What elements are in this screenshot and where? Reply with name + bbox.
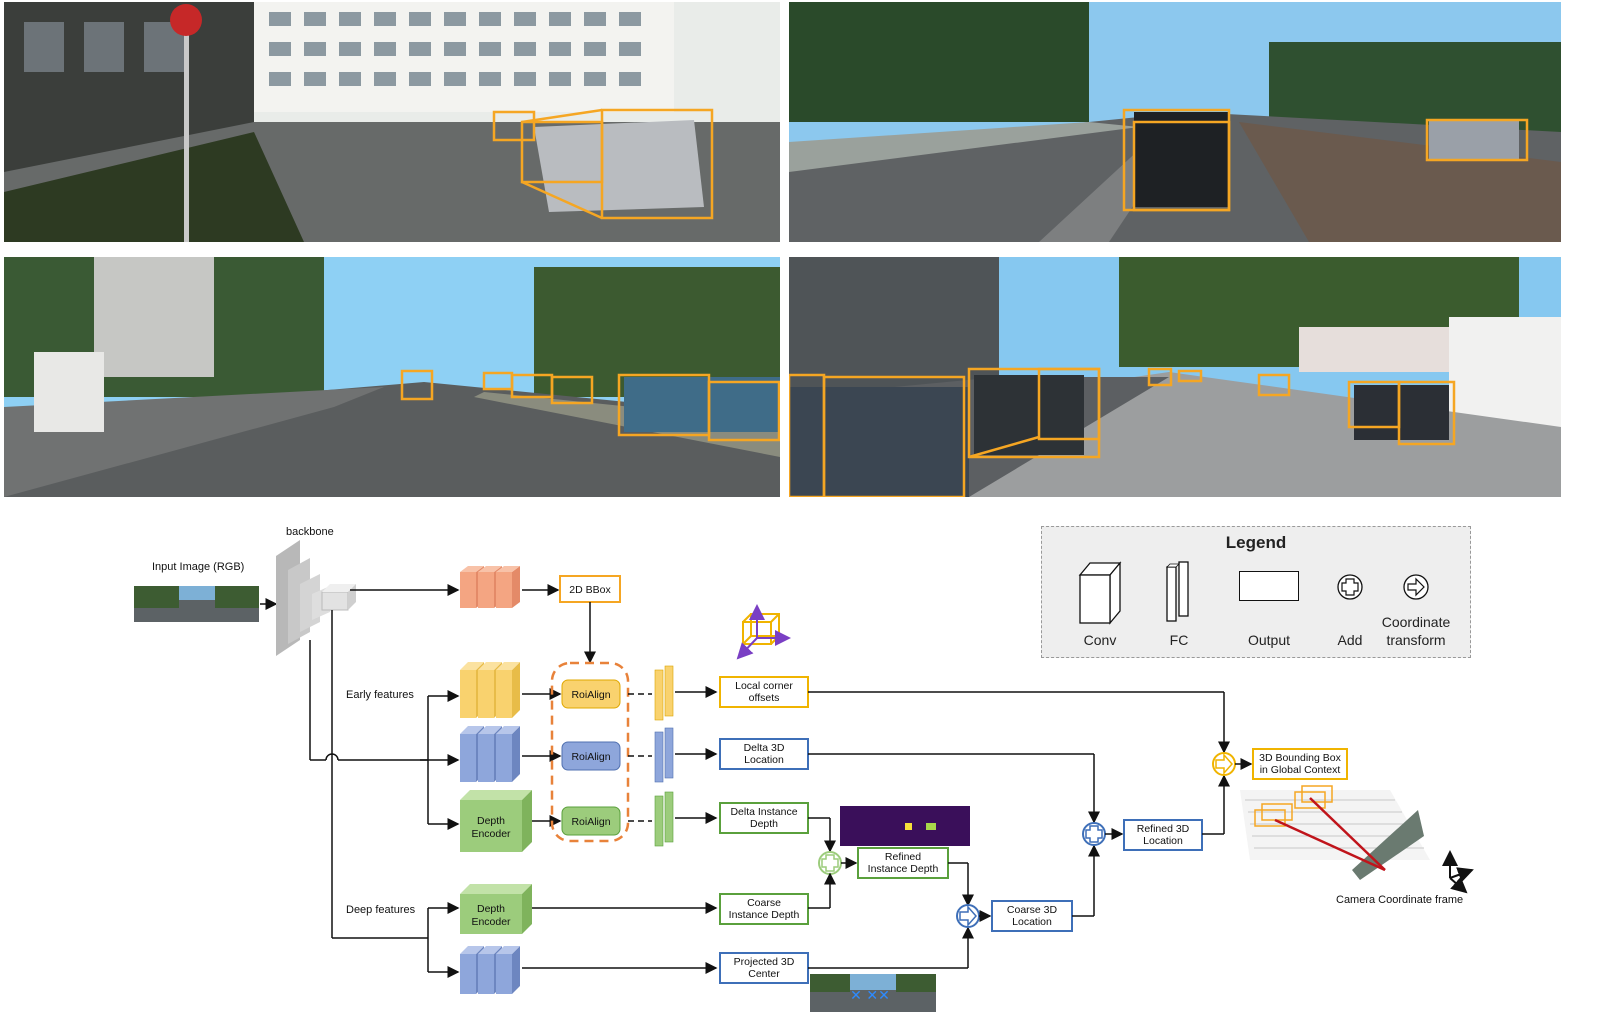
legend-label-output: Output xyxy=(1247,632,1291,648)
svg-text:Location: Location xyxy=(744,754,784,766)
transform-arrow-icon xyxy=(1402,573,1430,606)
roialign-green: RoiAlign xyxy=(561,806,621,836)
input-image-label: Input Image (RGB) xyxy=(152,561,244,573)
camera-frame-label: Camera Coordinate frame xyxy=(1336,894,1463,906)
svg-text:Coarse 3D: Coarse 3D xyxy=(1007,904,1058,916)
bbox2d-output: 2D BBox xyxy=(559,575,621,603)
legend-title: Legend xyxy=(1225,533,1287,552)
svg-text:Refined: Refined xyxy=(885,851,921,863)
add-circle-icon xyxy=(1336,573,1364,606)
svg-text:Local corner: Local corner xyxy=(735,680,793,692)
photo-scene-tram-road xyxy=(789,2,1561,242)
svg-text:Depth: Depth xyxy=(477,903,505,915)
input-image-thumbnail xyxy=(134,586,259,622)
deep-features-label: Deep features xyxy=(346,904,416,916)
legend-label-add: Add xyxy=(1337,632,1363,648)
photo-scene-suburban-road xyxy=(789,257,1561,497)
photo-scene-building-street xyxy=(4,2,780,242)
svg-text:✕ ✕✕: ✕ ✕✕ xyxy=(850,988,890,1004)
roialign-yellow: RoiAlign xyxy=(561,679,621,709)
backbone-label: backbone xyxy=(286,526,334,538)
point-cloud-visual xyxy=(1240,785,1430,880)
svg-text:Encoder: Encoder xyxy=(471,828,511,840)
svg-text:RoiAlign: RoiAlign xyxy=(571,689,610,701)
conv-stack-blue-deep xyxy=(460,946,520,994)
svg-text:3D Bounding Box: 3D Bounding Box xyxy=(1259,752,1341,764)
svg-text:Projected 3D: Projected 3D xyxy=(734,956,795,968)
output-coarse-instance-depth: Coarse Instance Depth xyxy=(719,893,809,925)
fc-green xyxy=(654,791,674,847)
fc-plates-icon xyxy=(1164,559,1198,628)
add-blue-icon xyxy=(1082,822,1106,846)
svg-text:RoiAlign: RoiAlign xyxy=(571,751,610,763)
projected-center-thumbnail: ✕ ✕✕ xyxy=(810,974,936,1012)
legend-label-fc: FC xyxy=(1169,632,1189,648)
early-features-label: Early features xyxy=(346,689,414,701)
output-projected-3d-center: Projected 3D Center xyxy=(719,952,809,984)
fc-yellow xyxy=(654,665,674,721)
svg-text:Location: Location xyxy=(1012,916,1052,928)
svg-text:Delta 3D: Delta 3D xyxy=(744,742,785,754)
add-green-icon xyxy=(818,851,842,875)
legend-panel: Legend Conv FC Output Add Coordinate tra… xyxy=(1041,526,1471,658)
fc-blue xyxy=(654,727,674,783)
conv-stack-yellow xyxy=(460,662,520,718)
output-local-corner-offsets: Local corner offsets xyxy=(719,676,809,708)
svg-text:Refined 3D: Refined 3D xyxy=(1137,823,1190,835)
svg-text:Encoder: Encoder xyxy=(471,916,511,928)
local-corner-cube-icon xyxy=(736,604,791,660)
svg-text:Instance Depth: Instance Depth xyxy=(729,909,800,921)
legend-label-coordinate-transform: Coordinate transform xyxy=(1381,614,1451,648)
conv-stack-blue xyxy=(460,726,520,782)
transform-yellow-icon xyxy=(1212,752,1236,776)
conv-stack-2dbox xyxy=(460,566,520,608)
output-coarse-3d-location: Coarse 3D Location xyxy=(991,900,1073,932)
backbone-block xyxy=(276,540,356,656)
svg-text:Location: Location xyxy=(1143,835,1183,847)
output-delta-instance-depth: Delta Instance Depth xyxy=(719,802,809,834)
svg-text:Delta Instance: Delta Instance xyxy=(730,806,797,818)
svg-text:Center: Center xyxy=(748,968,780,980)
camera-axes-icon xyxy=(1442,850,1474,894)
conv-cube-icon xyxy=(1076,559,1124,630)
roialign-group xyxy=(550,661,630,843)
svg-text:2D BBox: 2D BBox xyxy=(569,584,611,596)
svg-text:Instance Depth: Instance Depth xyxy=(868,863,939,875)
depth-encoder-early: Depth Encoder xyxy=(460,790,532,852)
legend-label-conv: Conv xyxy=(1083,632,1117,648)
output-delta-3d-location: Delta 3D Location xyxy=(719,738,809,770)
transform-blue-icon xyxy=(956,904,980,928)
output-3d-bounding-box: 3D Bounding Box in Global Context xyxy=(1252,748,1348,780)
svg-text:offsets: offsets xyxy=(749,692,780,704)
depth-map-visual xyxy=(840,806,970,846)
photo-scene-tree-lined-road xyxy=(4,257,780,497)
svg-text:Depth: Depth xyxy=(477,815,505,827)
svg-text:Depth: Depth xyxy=(750,818,778,830)
svg-text:in Global Context: in Global Context xyxy=(1260,764,1341,776)
output-refined-3d-location: Refined 3D Location xyxy=(1123,819,1203,851)
output-refined-instance-depth: Refined Instance Depth xyxy=(857,847,949,879)
svg-text:RoiAlign: RoiAlign xyxy=(571,816,610,828)
output-rect-icon xyxy=(1239,571,1299,601)
svg-text:Coarse: Coarse xyxy=(747,897,781,909)
roialign-blue: RoiAlign xyxy=(561,741,621,771)
depth-encoder-deep: Depth Encoder xyxy=(460,884,532,934)
